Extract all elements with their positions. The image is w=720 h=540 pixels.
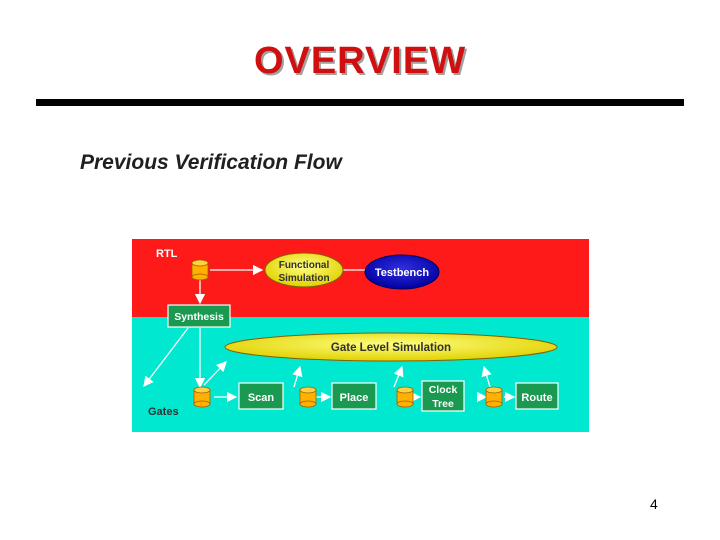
gates-region-label: Gates bbox=[148, 406, 179, 418]
scan-label: Scan bbox=[248, 392, 275, 404]
slide-title: OVERVIEW bbox=[253, 40, 467, 82]
place-database-icon bbox=[396, 386, 414, 408]
place-node: Place bbox=[331, 382, 377, 410]
gate-level-simulation-node: Gate Level Simulation bbox=[224, 332, 558, 362]
title-rule bbox=[36, 99, 684, 106]
testbench-label: Testbench bbox=[375, 267, 429, 279]
page-number: 4 bbox=[650, 496, 658, 512]
scan-node: Scan bbox=[238, 382, 284, 410]
route-node: Route bbox=[515, 382, 559, 410]
verification-flow-diagram: RTL Gates bbox=[132, 239, 589, 432]
scan-database-icon bbox=[299, 386, 317, 408]
rtl-database-icon bbox=[191, 259, 209, 281]
route-label: Route bbox=[521, 392, 552, 404]
clock-tree-line1: Clock bbox=[429, 384, 458, 396]
testbench-node: Testbench bbox=[364, 254, 440, 290]
clock-tree-line2: Tree bbox=[432, 398, 454, 410]
synthesis-label: Synthesis bbox=[174, 311, 224, 323]
functional-simulation-line1: Functional bbox=[279, 260, 330, 271]
rtl-region-label: RTL bbox=[156, 248, 178, 260]
synthesis-node: Synthesis bbox=[167, 304, 231, 328]
gate-level-simulation-label: Gate Level Simulation bbox=[331, 342, 451, 354]
clock-tree-node: Clock Tree bbox=[421, 380, 465, 412]
slide-subtitle: Previous Verification Flow bbox=[80, 151, 342, 174]
functional-simulation-line2: Simulation bbox=[278, 273, 329, 284]
place-label: Place bbox=[340, 392, 369, 404]
functional-simulation-node: Functional Simulation bbox=[264, 252, 344, 288]
gates-database-icon bbox=[193, 386, 211, 408]
clock-tree-database-icon bbox=[485, 386, 503, 408]
flow-arrows bbox=[143, 264, 516, 403]
